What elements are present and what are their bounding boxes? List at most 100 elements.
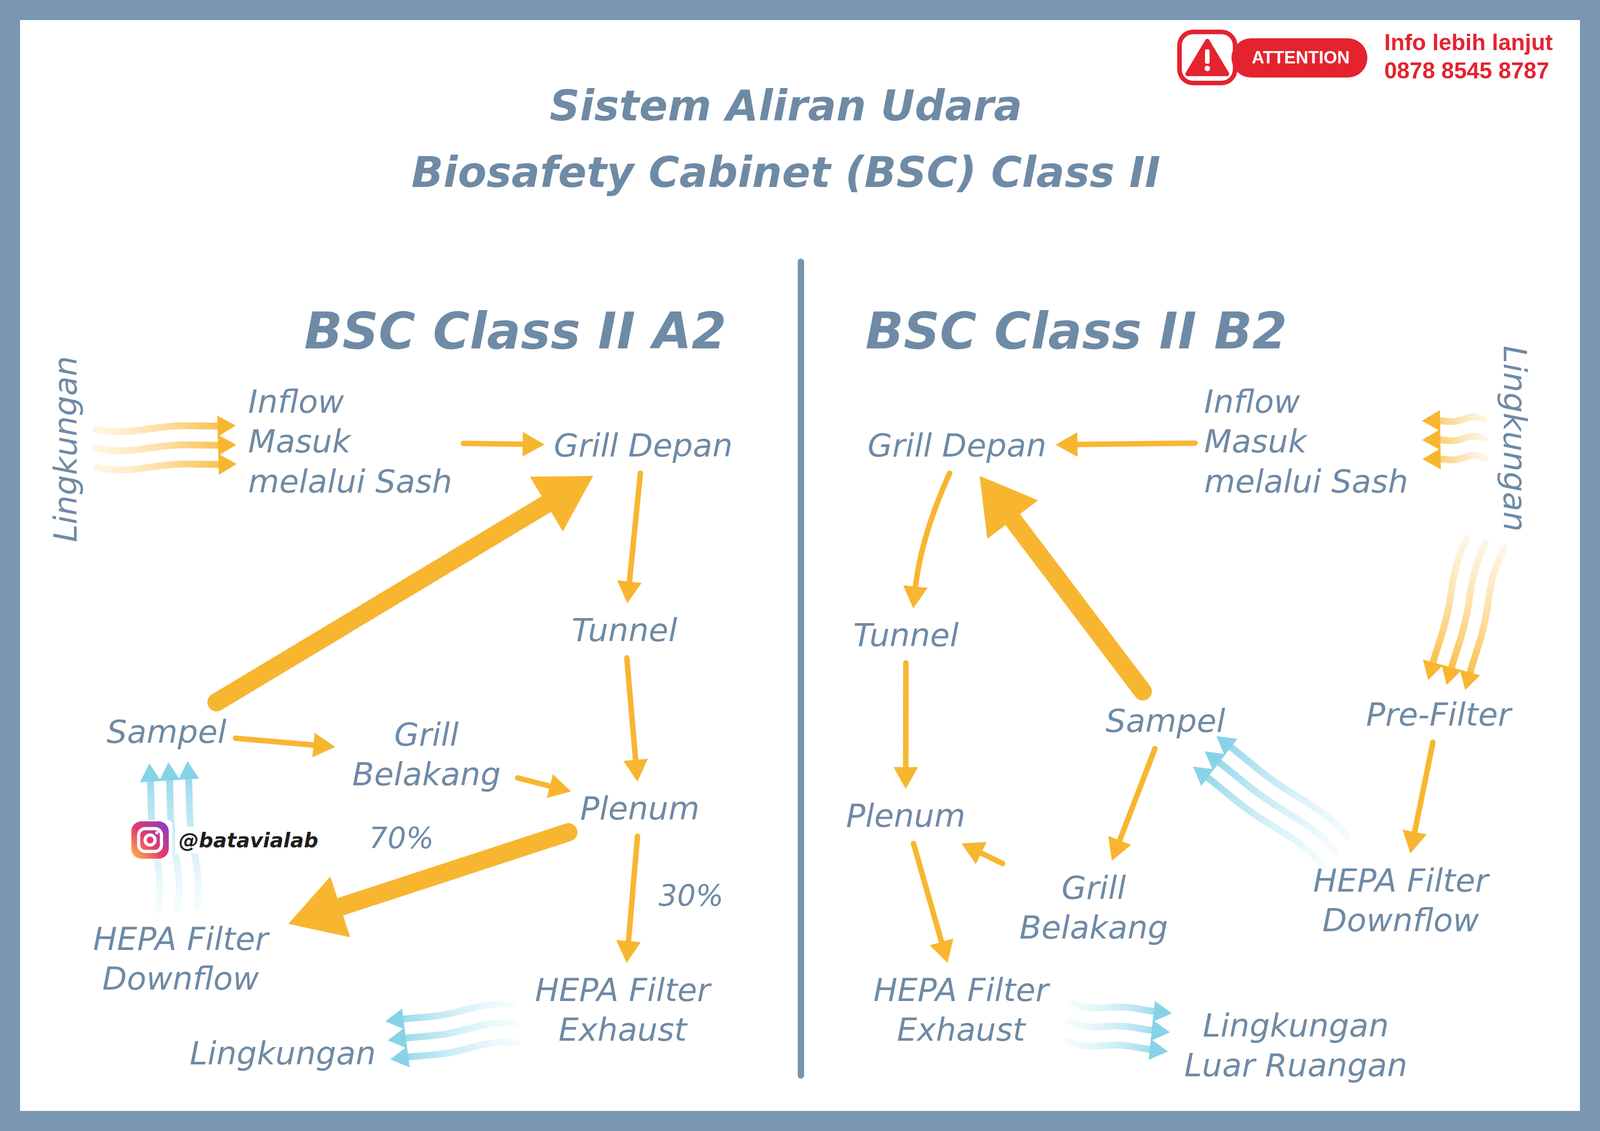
flow-step: Grill Belakang bbox=[1008, 867, 1179, 950]
step-text: Tunnel bbox=[853, 615, 959, 656]
arrow-head bbox=[616, 940, 641, 963]
instagram-lens-frame bbox=[138, 828, 162, 852]
arrow-head bbox=[288, 876, 351, 938]
flow-step: Sampel bbox=[103, 711, 229, 754]
step-text: HEPA Filter Exhaust bbox=[865, 970, 1057, 1051]
step-text: Inflow Masuk melalui Sash bbox=[248, 382, 455, 503]
air-stream bbox=[400, 1004, 513, 1020]
air-stream-head bbox=[1423, 659, 1444, 681]
arrow-head bbox=[617, 580, 642, 604]
air-stream bbox=[1437, 455, 1485, 460]
instagram-icon bbox=[131, 821, 169, 859]
flow-step: HEPA Filter Downflow bbox=[82, 918, 280, 1001]
flow-percentage: 70% bbox=[365, 819, 438, 858]
step-text: Lingkungan bbox=[189, 1033, 376, 1075]
flow-arrow bbox=[216, 476, 594, 703]
flow-arrow bbox=[235, 732, 336, 758]
flow-step: HEPA Filter Exhaust bbox=[524, 969, 722, 1052]
air-stream-head bbox=[218, 453, 237, 475]
flow-step: Inflow Masuk melalui Sash bbox=[245, 381, 458, 504]
divider-line bbox=[797, 261, 805, 1076]
air-stream-head bbox=[1152, 1001, 1172, 1023]
flow-step: Lingkungan bbox=[1493, 342, 1536, 535]
title: Sistem Aliran Udara bbox=[549, 79, 1023, 133]
air-stream bbox=[404, 1042, 518, 1058]
air-stream-head bbox=[1421, 410, 1440, 432]
arrow-head bbox=[623, 758, 649, 782]
flow-step: Lingkungan bbox=[45, 353, 88, 546]
subtitle: Biosafety Cabinet (BSC) Class II bbox=[411, 146, 1161, 199]
arrow-line bbox=[913, 843, 943, 947]
arrow-head bbox=[903, 585, 928, 609]
flow-arrow bbox=[1421, 410, 1485, 470]
step-text: Tunnel bbox=[571, 610, 678, 651]
arrow-line bbox=[628, 473, 641, 587]
air-stream-head bbox=[1148, 1038, 1168, 1060]
air-stream bbox=[1066, 1040, 1154, 1050]
step-text: Plenum bbox=[580, 789, 700, 830]
contact-info: Info lebih lanjut 0878 8545 8787 bbox=[1384, 28, 1572, 86]
flow-step: HEPA Filter Exhaust bbox=[862, 969, 1060, 1052]
flow-arrow bbox=[1423, 538, 1505, 691]
air-stream-head bbox=[390, 1046, 411, 1068]
flow-arrow bbox=[1066, 1001, 1173, 1060]
step-text: Plenum bbox=[846, 796, 966, 837]
air-stream-head bbox=[1204, 751, 1226, 772]
step-text: HEPA Filter Downflow bbox=[84, 919, 277, 1000]
air-stream bbox=[150, 778, 160, 911]
air-stream bbox=[96, 445, 222, 452]
arrow-line bbox=[1006, 510, 1143, 692]
arrow-line bbox=[914, 473, 950, 592]
panel-heading: BSC Class II B2 bbox=[865, 300, 1288, 364]
air-stream-head bbox=[1422, 429, 1441, 451]
flow-step: Lingkungan Luar Ruangan bbox=[1179, 1005, 1413, 1087]
air-stream-head bbox=[1459, 669, 1481, 691]
flow-arrow bbox=[1402, 742, 1434, 854]
icon-patch bbox=[128, 820, 173, 861]
air-stream-head bbox=[1441, 664, 1462, 686]
air-stream bbox=[1432, 538, 1468, 666]
arrow-head bbox=[1108, 836, 1132, 861]
step-text: Inflow Masuk melalui Sash bbox=[1204, 382, 1411, 503]
flow-arrow bbox=[95, 415, 237, 475]
step-text: Grill Belakang bbox=[344, 715, 509, 795]
flow-step: Grill Depan bbox=[550, 425, 736, 468]
step-text: HEPA Filter Exhaust bbox=[526, 970, 719, 1051]
white-panel bbox=[20, 20, 1580, 1112]
flow-percentage: 30% bbox=[654, 876, 728, 915]
arrow-head bbox=[1055, 432, 1078, 458]
air-stream bbox=[1436, 416, 1484, 422]
arrow-head bbox=[979, 476, 1039, 540]
air-stream bbox=[96, 464, 223, 471]
step-text: Pre-Filter bbox=[1366, 695, 1512, 736]
step-text: Grill Belakang bbox=[1011, 868, 1176, 949]
air-stream-head bbox=[217, 415, 236, 437]
air-stream-head bbox=[1193, 766, 1215, 787]
air-stream-head bbox=[159, 762, 181, 782]
flow-arrow bbox=[961, 841, 1003, 865]
instagram-dot bbox=[155, 831, 159, 835]
step-text: HEPA Filter Downflow bbox=[1304, 861, 1497, 941]
air-stream bbox=[402, 1023, 515, 1039]
flow-step: Tunnel bbox=[569, 609, 681, 652]
arrow-head bbox=[929, 938, 954, 964]
flow-arrow bbox=[913, 843, 954, 964]
instagram-handle: @batavialab bbox=[175, 826, 323, 854]
step-text: Sampel bbox=[106, 712, 227, 753]
flow-arrow bbox=[517, 774, 572, 798]
air-stream-head bbox=[140, 763, 162, 783]
air-stream-head bbox=[385, 1008, 406, 1030]
warning-dot bbox=[1204, 65, 1211, 72]
arrow-line bbox=[903, 663, 909, 772]
flow-arrow bbox=[1193, 736, 1347, 867]
flow-arrow bbox=[623, 658, 649, 783]
arrow-line bbox=[626, 658, 636, 765]
flow-step: Lingkungan bbox=[187, 1033, 379, 1076]
arrow-line bbox=[628, 836, 638, 946]
instagram-lens bbox=[145, 835, 156, 846]
panel-heading: BSC Class II A2 bbox=[304, 300, 727, 364]
air-stream bbox=[1436, 436, 1485, 441]
flow-arrow bbox=[903, 473, 950, 609]
arrow-line bbox=[1413, 742, 1434, 837]
